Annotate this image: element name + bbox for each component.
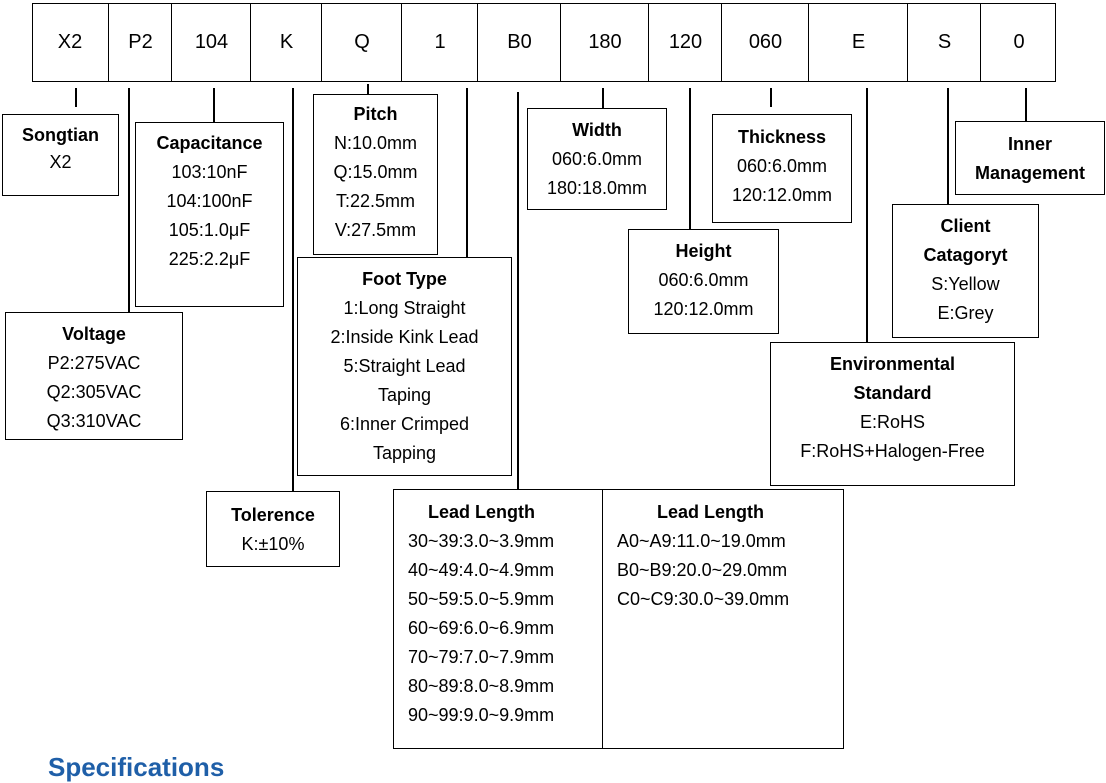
width-box: Width 060:6.0mm 180:18.0mm <box>527 108 667 210</box>
width-line: 060:6.0mm <box>551 149 643 169</box>
height-title: Height <box>675 241 732 261</box>
lead-length-2-line: A0~A9:11.0~19.0mm <box>617 531 786 551</box>
foot-type-line: 2:Inside Kink Lead <box>330 327 479 347</box>
specifications-heading: Specifications <box>48 752 225 782</box>
capacitance-line: 105:1.0μF <box>168 220 251 240</box>
lead-length-1-line: 60~69:6.0~6.9mm <box>408 618 555 638</box>
code-cell-lead-length: B0 <box>477 3 561 82</box>
environmental-line: E:RoHS <box>859 412 926 432</box>
connector-thickness <box>770 88 772 107</box>
pitch-line: V:27.5mm <box>334 220 417 240</box>
code-cell-inner-management: 0 <box>980 3 1057 82</box>
foot-type-line: 6:Inner Crimped <box>339 414 470 434</box>
inner-management-box: Inner Management <box>955 121 1105 195</box>
connector-foot-type <box>466 88 468 260</box>
client-category-line: E:Grey <box>937 303 994 323</box>
client-category-box: Client Catagoryt S:Yellow E:Grey <box>892 204 1039 338</box>
connector-capacitance <box>213 88 215 122</box>
code-cell-tolerance: K <box>250 3 322 82</box>
lead-length-2-title: Lead Length <box>657 502 764 522</box>
voltage-line: Q2:305VAC <box>46 382 142 402</box>
voltage-line: Q3:310VAC <box>46 411 142 431</box>
capacitance-line: 225:2.2μF <box>168 249 251 269</box>
code-cell-voltage: P2 <box>108 3 172 82</box>
height-line: 120:12.0mm <box>653 299 754 319</box>
lead-length-box-2: Lead Length A0~A9:11.0~19.0mm B0~B9:20.0… <box>602 489 844 749</box>
lead-length-1-line: 40~49:4.0~4.9mm <box>408 560 555 580</box>
pitch-line: Q:15.0mm <box>333 162 418 182</box>
songtian-line: X2 <box>49 152 72 172</box>
foot-type-box: Foot Type 1:Long Straight 2:Inside Kink … <box>297 257 512 476</box>
capacitance-title: Capacitance <box>156 133 263 153</box>
code-cell-capacitance: 104 <box>171 3 251 82</box>
pitch-title: Pitch <box>353 104 398 124</box>
lead-length-1-title: Lead Length <box>428 502 535 522</box>
capacitance-line: 103:10nF <box>171 162 248 182</box>
width-line: 180:18.0mm <box>546 178 648 198</box>
code-cell-series: X2 <box>57 31 83 53</box>
code-cell-pitch: Q <box>321 3 402 82</box>
part-number-code-row <box>32 3 1056 82</box>
foot-type-line: 1:Long Straight <box>343 298 466 318</box>
inner-management-title-2: Management <box>974 163 1086 183</box>
thickness-title: Thickness <box>737 127 827 147</box>
connector-voltage <box>128 88 130 312</box>
pitch-line: N:10.0mm <box>333 133 418 153</box>
lead-length-2-line: C0~C9:30.0~39.0mm <box>617 589 790 609</box>
pitch-box: Pitch N:10.0mm Q:15.0mm T:22.5mm V:27.5m… <box>313 94 438 255</box>
capacitance-box: Capacitance 103:10nF 104:100nF 105:1.0μF… <box>135 122 284 307</box>
environmental-box: Environmental Standard E:RoHS F:RoHS+Hal… <box>770 342 1015 486</box>
code-cell-environmental: E <box>808 3 908 82</box>
songtian-box: Songtian X2 <box>2 114 119 196</box>
thickness-line: 060:6.0mm <box>736 156 828 176</box>
tolerance-line: K:±10% <box>241 534 305 554</box>
width-title: Width <box>572 120 622 140</box>
inner-management-title-1: Inner <box>1007 134 1052 154</box>
lead-length-1-line: 50~59:5.0~5.9mm <box>408 589 555 609</box>
foot-type-line: Taping <box>377 385 432 405</box>
connector-environmental <box>866 88 868 342</box>
lead-length-2-line: B0~B9:20.0~29.0mm <box>617 560 788 580</box>
code-cell-height: 120 <box>648 3 722 82</box>
code-cell-width: 180 <box>560 3 649 82</box>
code-cell-foot-type: 1 <box>401 3 478 82</box>
connector-client-category <box>947 88 949 204</box>
tolerance-box: Tolerence K:±10% <box>206 491 340 567</box>
lead-length-1-line: 70~79:7.0~7.9mm <box>408 647 555 667</box>
connector-tolerance <box>292 88 294 491</box>
environmental-title-1: Environmental <box>829 354 956 374</box>
voltage-box: Voltage P2:275VAC Q2:305VAC Q3:310VAC <box>5 312 183 440</box>
foot-type-line: Tapping <box>372 443 437 463</box>
foot-type-title: Foot Type <box>362 269 447 289</box>
connector-height <box>689 88 691 230</box>
lead-length-box-1: Lead Length 30~39:3.0~3.9mm 40~49:4.0~4.… <box>393 489 604 749</box>
code-cell-client-category: S <box>907 3 981 82</box>
client-category-title-2: Catagoryt <box>923 245 1008 265</box>
songtian-title: Songtian <box>22 125 99 145</box>
lead-length-1-line: 90~99:9.0~9.9mm <box>408 705 555 725</box>
client-category-title-1: Client <box>940 216 991 236</box>
height-box: Height 060:6.0mm 120:12.0mm <box>628 229 779 334</box>
environmental-line: F:RoHS+Halogen-Free <box>800 441 985 461</box>
foot-type-line: 5:Straight Lead <box>343 356 466 376</box>
voltage-line: P2:275VAC <box>47 353 141 373</box>
client-category-line: S:Yellow <box>931 274 1000 294</box>
environmental-title-2: Standard <box>853 383 932 403</box>
lead-length-1-line: 80~89:8.0~8.9mm <box>408 676 555 696</box>
connector-width <box>602 88 604 108</box>
lead-length-1-line: 30~39:3.0~3.9mm <box>408 531 555 551</box>
connector-pitch <box>367 84 369 94</box>
connector-songtian <box>75 88 77 107</box>
capacitance-line: 104:100nF <box>166 191 253 211</box>
connector-inner-management <box>1025 88 1027 121</box>
pitch-line: T:22.5mm <box>335 191 416 211</box>
voltage-title: Voltage <box>62 324 126 344</box>
thickness-box: Thickness 060:6.0mm 120:12.0mm <box>712 114 852 223</box>
connector-lead-length <box>517 92 519 490</box>
thickness-line: 120:12.0mm <box>731 185 833 205</box>
tolerance-title: Tolerence <box>231 505 315 525</box>
height-line: 060:6.0mm <box>658 270 749 290</box>
code-cell-thickness: 060 <box>721 3 809 82</box>
